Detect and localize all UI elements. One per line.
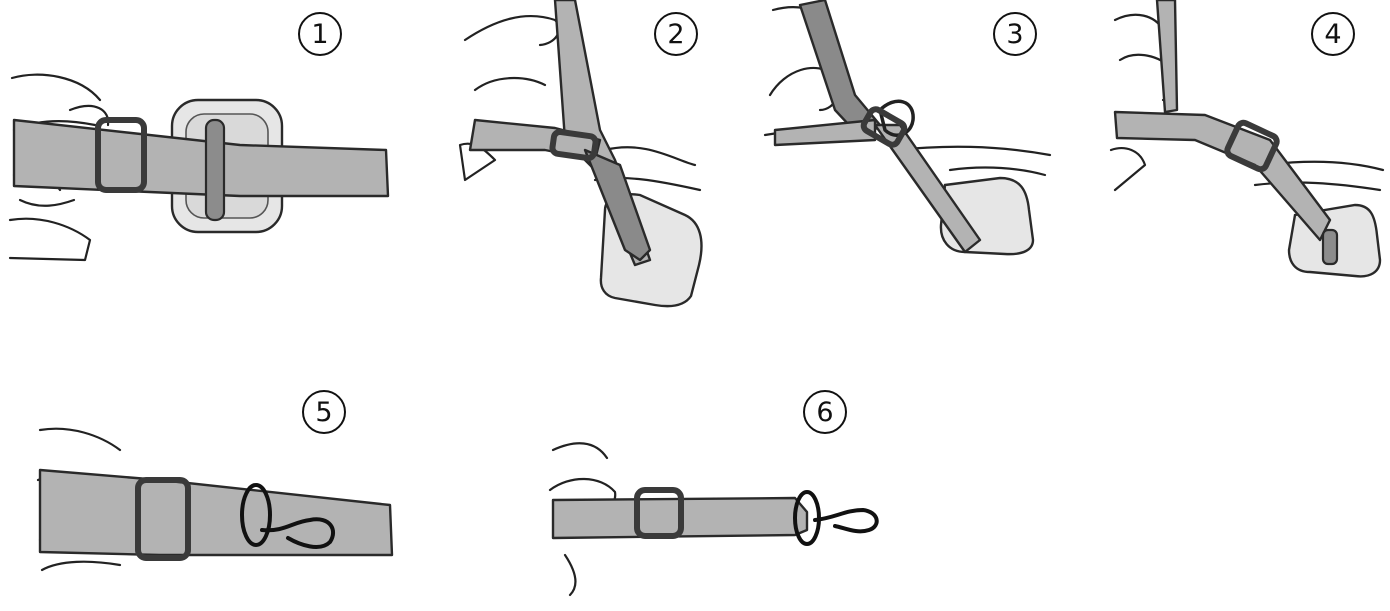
step-number-badge: 6 [803, 390, 847, 434]
step-5-panel: 5 [30, 380, 410, 600]
step-number-badge: 5 [302, 390, 346, 434]
step-number-badge: 4 [1311, 12, 1355, 56]
step-number-badge: 2 [654, 12, 698, 56]
step-4-panel: 4 [1105, 0, 1385, 300]
strap-through-plate-icon [0, 0, 400, 300]
step-number-badge: 3 [993, 12, 1037, 56]
step-number-badge: 1 [298, 12, 342, 56]
step-1-panel: 1 [0, 0, 400, 300]
lanyard-loop-attached-icon [30, 380, 410, 600]
step-3-panel: 3 [765, 0, 1055, 320]
step-6-panel: 6 [545, 380, 905, 610]
strap-finished-icon [545, 380, 905, 610]
step-2-panel: 2 [455, 0, 715, 320]
